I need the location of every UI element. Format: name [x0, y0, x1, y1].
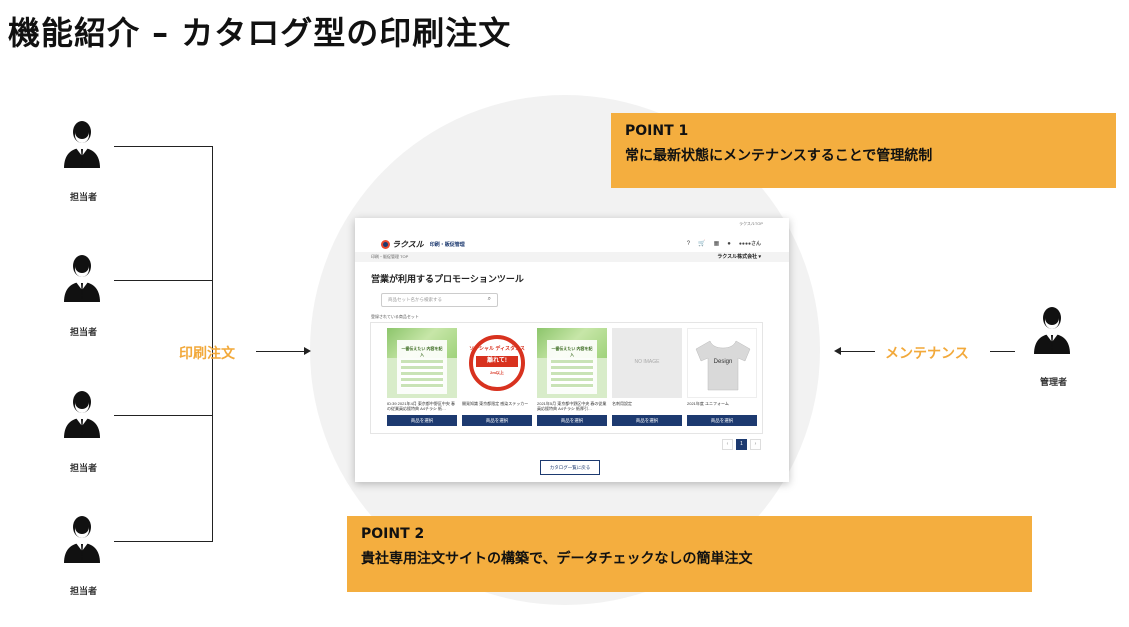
product-thumbnail[interactable]: NO IMAGE — [612, 328, 682, 398]
pager-prev-button[interactable]: ‹ — [722, 439, 733, 450]
search-input[interactable]: 商品セット名から検索する ⌕ — [381, 293, 498, 307]
help-icon[interactable]: ? — [686, 240, 691, 247]
connector-line — [114, 415, 212, 416]
top-link[interactable]: ラクスルTOP — [738, 221, 763, 226]
logo-text: ラクスル — [392, 240, 424, 249]
product-name: ID:39 2021年4月 東京都中野区中央 春の従業員応援特典 A4チラシ 紙… — [387, 401, 456, 411]
logo-subtitle: 印刷・販促管理 — [429, 242, 465, 248]
select-product-button[interactable]: 商品を選択 — [612, 415, 682, 426]
connector-line — [114, 146, 212, 147]
point2-heading: POINT 2 — [361, 526, 425, 542]
arrow-right-icon — [304, 347, 311, 355]
header-icons: ? 🛒 ▦ ● ●●●●さん — [686, 240, 761, 248]
user-icon[interactable]: ● — [727, 240, 731, 247]
maintenance-arrow-line — [841, 351, 875, 352]
screen-page-title: 営業が利用するプロモーションツール — [371, 274, 524, 284]
staff-person-icon — [62, 388, 102, 438]
order-flow-label: 印刷注文 — [179, 346, 235, 362]
pagination: ‹ 1 › — [722, 439, 761, 450]
product-card[interactable]: Design 2021年度 ユニフォーム 商品を選択 — [687, 328, 757, 426]
product-card[interactable]: NO IMAGE 名刺用設定 商品を選択 — [612, 328, 682, 426]
point1-heading: POINT 1 — [625, 123, 689, 139]
staff-label: 担当者 — [70, 587, 98, 597]
product-card[interactable]: ソーシャル ディスタンス 離れて! 2m以上 開発知識 東京都限定 感染ステッカ… — [462, 328, 532, 426]
arrow-left-icon — [834, 347, 841, 355]
product-thumbnail[interactable]: 一番伝えたい 内容を記入 — [387, 328, 457, 398]
product-name: 2021年度 ユニフォーム — [687, 401, 729, 406]
staff-person-icon — [62, 252, 102, 302]
select-product-button[interactable]: 商品を選択 — [387, 415, 457, 426]
section-label: 登録されている商品セット — [371, 314, 419, 319]
product-card[interactable]: 一番伝えたい 内容を記入 2021年5月 東京都中野区中央 春の従業員応援特典 … — [537, 328, 607, 426]
app-screenshot: ラクスルTOP ラクスル 印刷・販促管理 ? 🛒 ▦ ● ●●●●さん 印刷・販… — [355, 218, 789, 482]
logo[interactable]: ラクスル 印刷・販促管理 — [381, 239, 465, 250]
pager-next-button[interactable]: › — [750, 439, 761, 450]
company-select[interactable]: ラクスル株式会社 ▾ — [717, 254, 761, 260]
product-name: 開発知識 東京都限定 感染ステッカー — [462, 401, 529, 406]
connector-line — [114, 541, 212, 542]
logo-mark-icon — [381, 240, 390, 249]
point2-box: POINT 2 貴社専用注文サイトの構築で、データチェックなしの簡単注文 — [347, 516, 1032, 592]
user-name[interactable]: ●●●●さん — [738, 241, 761, 247]
maintenance-connector-line — [990, 351, 1015, 352]
pager-page-button[interactable]: 1 — [736, 439, 747, 450]
product-grid: 一番伝えたい 内容を記入 ID:39 2021年4月 東京都中野区中央 春の従業… — [370, 322, 763, 434]
order-arrow-line — [256, 351, 305, 352]
staff-label: 担当者 — [70, 193, 98, 203]
select-product-button[interactable]: 商品を選択 — [687, 415, 757, 426]
svg-text:Design: Design — [714, 359, 733, 365]
breadcrumb[interactable]: 印刷・販促管理 TOP — [371, 254, 409, 259]
product-thumbnail[interactable]: 一番伝えたい 内容を記入 — [537, 328, 607, 398]
search-icon[interactable]: ⌕ — [487, 296, 491, 302]
tshirt-icon: Design — [695, 340, 751, 391]
page-title: 機能紹介 – カタログ型の印刷注文 — [8, 14, 512, 52]
select-product-button[interactable]: 商品を選択 — [462, 415, 532, 426]
connector-line — [114, 280, 212, 281]
connector-line — [212, 146, 213, 542]
point1-box: POINT 1 常に最新状態にメンテナンスすることで管理統制 — [611, 113, 1116, 188]
back-to-catalog-button[interactable]: カタログ一覧に戻る — [540, 460, 600, 475]
maintenance-flow-label: メンテナンス — [885, 346, 969, 362]
select-product-button[interactable]: 商品を選択 — [537, 415, 607, 426]
admin-label: 管理者 — [1040, 378, 1068, 388]
cart-icon[interactable]: 🛒 — [698, 241, 706, 247]
staff-label: 担当者 — [70, 464, 98, 474]
product-name: 2021年5月 東京都中野区中央 春の従業員応援特典 A4チラシ 紙厚引… — [537, 401, 607, 411]
breadcrumb-bar — [355, 252, 789, 262]
product-name: 名刺用設定 — [612, 401, 632, 406]
search-placeholder: 商品セット名から検索する — [388, 297, 442, 302]
grid-icon[interactable]: ▦ — [713, 241, 720, 247]
product-thumbnail[interactable]: ソーシャル ディスタンス 離れて! 2m以上 — [462, 328, 532, 398]
product-thumbnail[interactable]: Design — [687, 328, 757, 398]
point2-text: 貴社専用注文サイトの構築で、データチェックなしの簡単注文 — [361, 551, 753, 567]
point1-text: 常に最新状態にメンテナンスすることで管理統制 — [625, 148, 933, 164]
product-card[interactable]: 一番伝えたい 内容を記入 ID:39 2021年4月 東京都中野区中央 春の従業… — [387, 328, 457, 426]
admin-person-icon — [1032, 304, 1072, 354]
app-header: ラクスル 印刷・販促管理 ? 🛒 ▦ ● ●●●●さん — [355, 230, 789, 258]
staff-person-icon — [62, 513, 102, 563]
staff-person-icon — [62, 118, 102, 168]
staff-label: 担当者 — [70, 328, 98, 338]
